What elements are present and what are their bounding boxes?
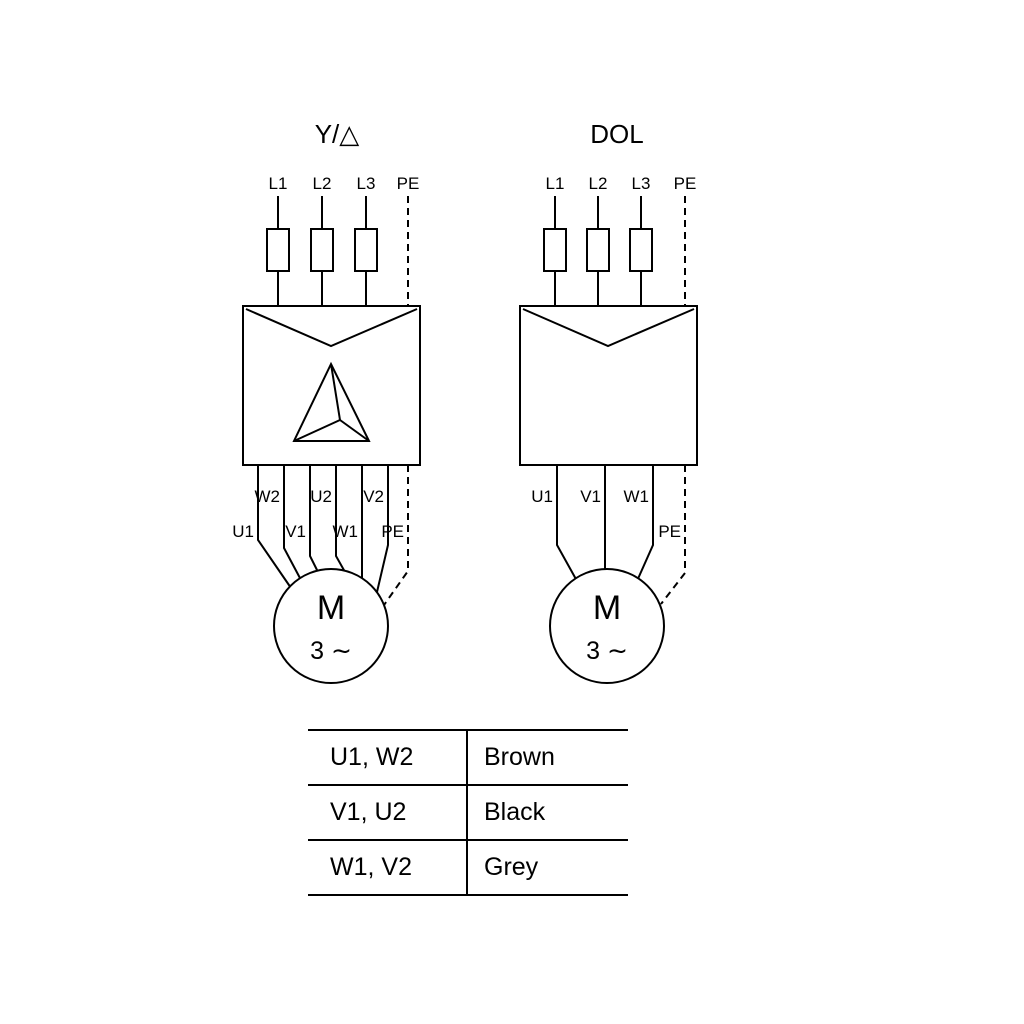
input-label-l2: L2 [589, 174, 608, 193]
terminal-cell: W1, V2 [308, 841, 468, 894]
input-label-l2: L2 [313, 174, 332, 193]
input-label-l1: L1 [269, 174, 288, 193]
fuse-l3 [354, 228, 378, 272]
input-label-l3: L3 [357, 174, 376, 193]
input-label-pe: PE [397, 174, 420, 193]
motor-letter: M [593, 589, 621, 627]
supply-line-l1 [543, 196, 567, 306]
output-label-u1: U1 [531, 487, 553, 506]
table-row: U1, W2 Brown [308, 731, 628, 786]
supply-line-l3 [629, 196, 653, 306]
motor-wire-v2 [376, 465, 389, 593]
motor-wire-pe [383, 465, 409, 606]
output-label-pe: PE [658, 522, 681, 541]
supply-line-l3 [354, 196, 378, 306]
star-delta-diagram: Y/△ L1 L2 L3 PE W2 U2 V2 U1 V1 W1 PE M 3… [232, 119, 421, 684]
supply-line-l1 [266, 196, 290, 306]
motor-letter: M [317, 589, 345, 627]
terminal-cell: U1, W2 [308, 731, 468, 784]
motor-wire-u1 [556, 465, 578, 582]
fuse-l1 [543, 228, 567, 272]
color-cell: Grey [484, 853, 539, 881]
motor-wire-w1 [636, 465, 654, 582]
output-label-v1: V1 [285, 522, 306, 541]
contactor-chevron [522, 308, 695, 348]
motor-wire-w2 [283, 465, 302, 581]
motor-wire-u2 [335, 465, 346, 573]
output-label-w2: W2 [255, 487, 281, 506]
output-label-u2: U2 [310, 487, 332, 506]
input-label-l3: L3 [632, 174, 651, 193]
supply-line-l2 [310, 196, 334, 306]
motor-circle [273, 568, 389, 684]
contactor-chevron [245, 308, 418, 348]
dol-diagram: DOL L1 L2 L3 PE U1 V1 W1 PE M 3 ∼ [519, 119, 698, 684]
supply-line-l2 [586, 196, 610, 306]
motor-phase: 3 ∼ [310, 637, 352, 665]
output-label-w1: W1 [624, 487, 650, 506]
terminal-cell: V1, U2 [308, 786, 468, 839]
input-label-l1: L1 [546, 174, 565, 193]
output-label-pe: PE [381, 522, 404, 541]
output-label-v2: V2 [363, 487, 384, 506]
delta-symbol [292, 361, 371, 442]
table-row: V1, U2 Black [308, 786, 628, 841]
motor-phase: 3 ∼ [586, 637, 628, 665]
motor-wire-u1 [257, 465, 292, 589]
starter-box [519, 305, 698, 466]
starter-box [242, 305, 421, 466]
diagram-title: DOL [590, 119, 643, 149]
motor-wire-pe [660, 465, 686, 605]
fuse-l3 [629, 228, 653, 272]
table-row: W1, V2 Grey [308, 841, 628, 896]
input-label-pe: PE [674, 174, 697, 193]
fuse-l1 [266, 228, 290, 272]
output-label-v1: V1 [580, 487, 601, 506]
fuse-l2 [586, 228, 610, 272]
color-cell: Brown [484, 743, 555, 771]
output-label-u1: U1 [232, 522, 254, 541]
diagram-title: Y/△ [315, 119, 360, 149]
color-cell: Black [484, 798, 546, 826]
motor-circle [549, 568, 665, 684]
terminal-color-table: U1, W2 Brown V1, U2 Black W1, V2 Grey [308, 729, 628, 896]
output-label-w1: W1 [333, 522, 359, 541]
fuse-l2 [310, 228, 334, 272]
motor-wire-v1 [309, 465, 319, 573]
